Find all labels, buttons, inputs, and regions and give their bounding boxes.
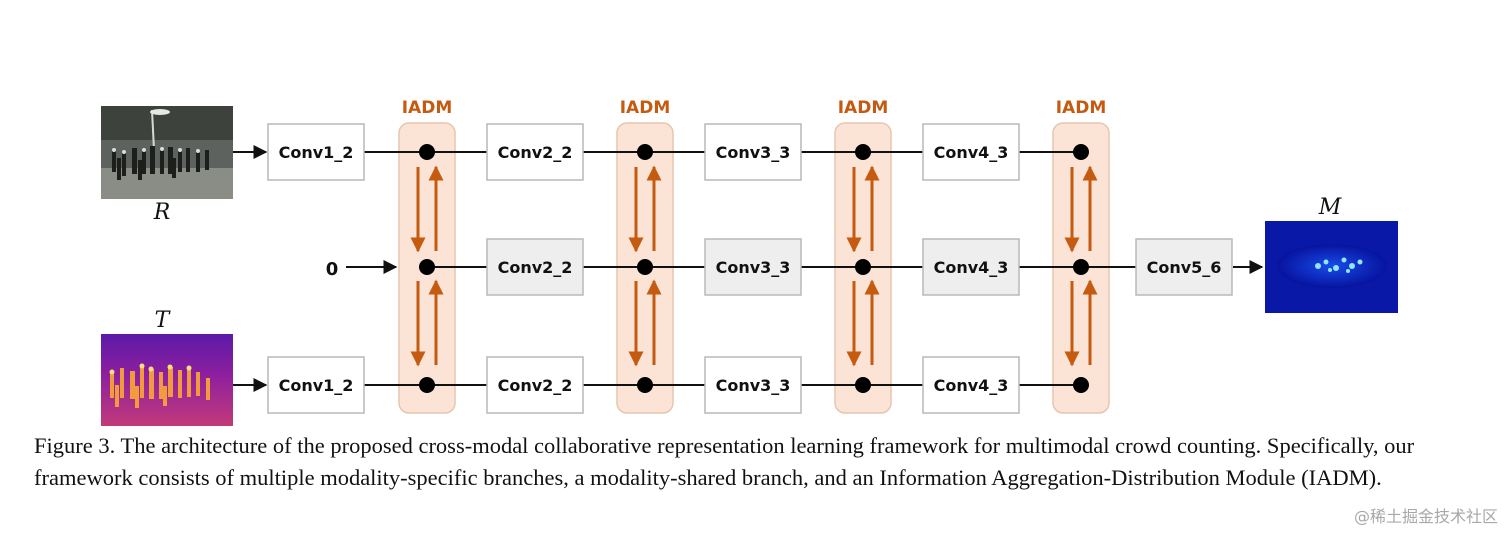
shared-block-3: Conv4_3 — [922, 238, 1020, 296]
iadm-1-thermal-node — [419, 377, 435, 393]
iadm-2-thermal-node — [637, 377, 653, 393]
iadm-label-1: IADM — [402, 98, 453, 118]
iadm-label-2: IADM — [620, 98, 671, 118]
thermal-label: T — [155, 308, 172, 333]
iadm-4-rgb-node — [1073, 144, 1089, 160]
fusion-nodes — [419, 144, 1089, 393]
iadm-4-thermal-node — [1073, 377, 1089, 393]
thermal-block-box — [267, 356, 365, 414]
rgb-block-1: Conv1_2 — [267, 123, 365, 181]
thermal-image — [101, 334, 233, 426]
thermal-block-4: Conv4_3 — [922, 356, 1020, 414]
shared-block-box — [922, 238, 1020, 296]
thermal-block-label: Conv3_3 — [716, 376, 791, 395]
rgb-block-box — [922, 123, 1020, 181]
thermal-block-3: Conv3_3 — [704, 356, 802, 414]
rgb-block-label: Conv1_2 — [279, 143, 354, 162]
thermal-block-1: Conv1_2 — [267, 356, 365, 414]
rgb-block-label: Conv3_3 — [716, 143, 791, 162]
iadm-3-shared-node — [855, 259, 871, 275]
shared-block-box — [1135, 238, 1233, 296]
rgb-block-4: Conv4_3 — [922, 123, 1020, 181]
iadm-label-3: IADM — [838, 98, 889, 118]
shared-block-label: Conv4_3 — [934, 258, 1009, 277]
thermal-block-box — [704, 356, 802, 414]
shared-block-label: Conv2_2 — [498, 258, 573, 277]
iadm-4-shared-node — [1073, 259, 1089, 275]
rgb-block-box — [704, 123, 802, 181]
rgb-block-3: Conv3_3 — [704, 123, 802, 181]
shared-block-label: Conv3_3 — [716, 258, 791, 277]
thermal-block-2: Conv2_2 — [486, 356, 584, 414]
watermark: @稀土掘金技术社区 — [1353, 507, 1498, 526]
output-label: M — [1318, 195, 1342, 220]
iadm-label-4: IADM — [1056, 98, 1107, 118]
shared-input-zero: 0 — [326, 259, 339, 280]
shared-block-label: Conv5_6 — [1147, 258, 1222, 277]
shared-block-4: Conv5_6 — [1135, 238, 1233, 296]
rgb-label: R — [153, 200, 171, 225]
thermal-block-box — [486, 356, 584, 414]
rgb-block-label: Conv2_2 — [498, 143, 573, 162]
rgb-image — [101, 106, 233, 199]
rgb-block-box — [486, 123, 584, 181]
rgb-block-box — [267, 123, 365, 181]
thermal-block-label: Conv4_3 — [934, 376, 1009, 395]
thermal-block-label: Conv2_2 — [498, 376, 573, 395]
shared-block-box — [486, 238, 584, 296]
iadm-3-rgb-node — [855, 144, 871, 160]
thermal-block-box — [922, 356, 1020, 414]
shared-block-2: Conv3_3 — [704, 238, 802, 296]
thermal-block-label: Conv1_2 — [279, 376, 354, 395]
iadm-1-rgb-node — [419, 144, 435, 160]
figure-caption: Figure 3. The architecture of the propos… — [34, 433, 1415, 490]
shared-block-1: Conv2_2 — [486, 238, 584, 296]
iadm-2-rgb-node — [637, 144, 653, 160]
connection-lines — [364, 151, 1136, 386]
rgb-block-label: Conv4_3 — [934, 143, 1009, 162]
iadm-2-shared-node — [637, 259, 653, 275]
shared-block-box — [704, 238, 802, 296]
density-map — [1265, 221, 1398, 313]
rgb-block-2: Conv2_2 — [486, 123, 584, 181]
iadm-3-thermal-node — [855, 377, 871, 393]
iadm-1-shared-node — [419, 259, 435, 275]
